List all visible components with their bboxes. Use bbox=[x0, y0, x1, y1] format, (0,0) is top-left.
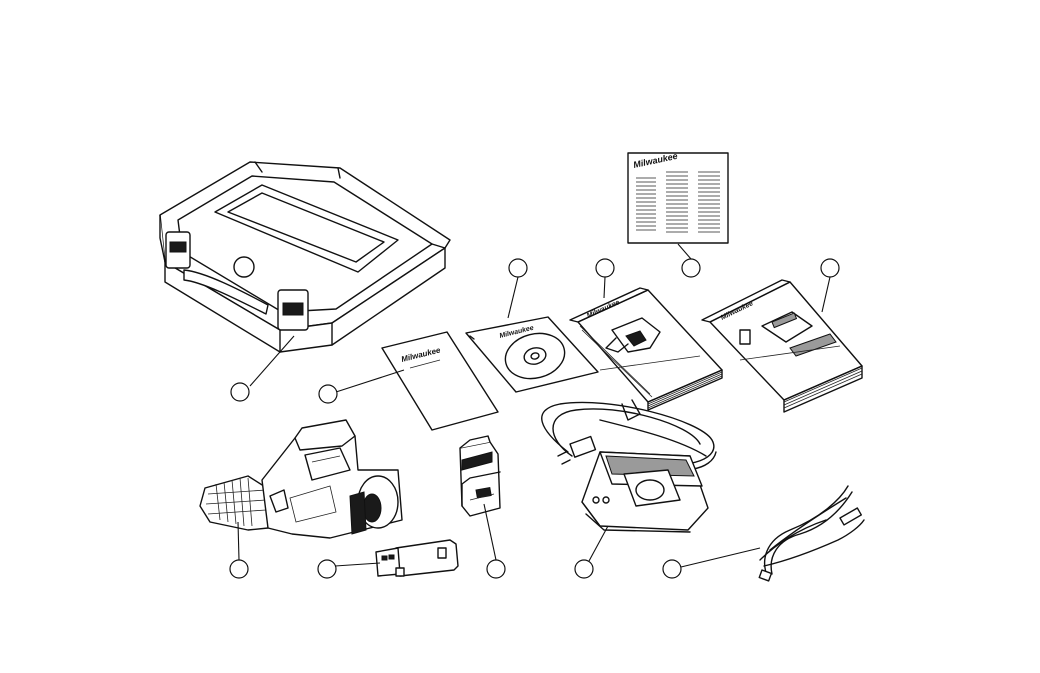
callout-warnings bbox=[682, 259, 700, 277]
leader-quick-start bbox=[336, 370, 404, 392]
callout-quick-start bbox=[319, 385, 337, 403]
leader-warnings bbox=[678, 244, 691, 259]
leader-manual bbox=[604, 277, 605, 298]
callout-usb-drive bbox=[318, 560, 336, 578]
callout-charger bbox=[575, 560, 593, 578]
software-cd: Milwaukee bbox=[466, 317, 598, 392]
leader-battery-manual bbox=[822, 277, 830, 312]
callout-manual bbox=[596, 259, 614, 277]
usb-drive bbox=[376, 540, 458, 576]
callout-battery-manual bbox=[821, 259, 839, 277]
usb-cable bbox=[759, 486, 864, 581]
operator-manual: Milwaukee bbox=[570, 288, 722, 410]
leader-usb-drive bbox=[335, 563, 380, 566]
callout-battery bbox=[487, 560, 505, 578]
warnings-insert: Milwaukee bbox=[628, 151, 728, 243]
callout-usb-cable bbox=[663, 560, 681, 578]
battery-pack bbox=[460, 436, 500, 516]
callout-cd bbox=[509, 259, 527, 277]
carrying-case bbox=[160, 162, 450, 352]
charger bbox=[542, 400, 716, 532]
thermal-imager bbox=[200, 420, 402, 538]
callout-imager bbox=[230, 560, 248, 578]
battery-manual: Milwaukee bbox=[702, 280, 862, 412]
leader-usb-cable bbox=[681, 548, 760, 567]
leader-charger bbox=[589, 526, 608, 561]
leader-cd bbox=[508, 277, 518, 318]
callout-case bbox=[231, 383, 249, 401]
leader-battery bbox=[484, 504, 496, 560]
